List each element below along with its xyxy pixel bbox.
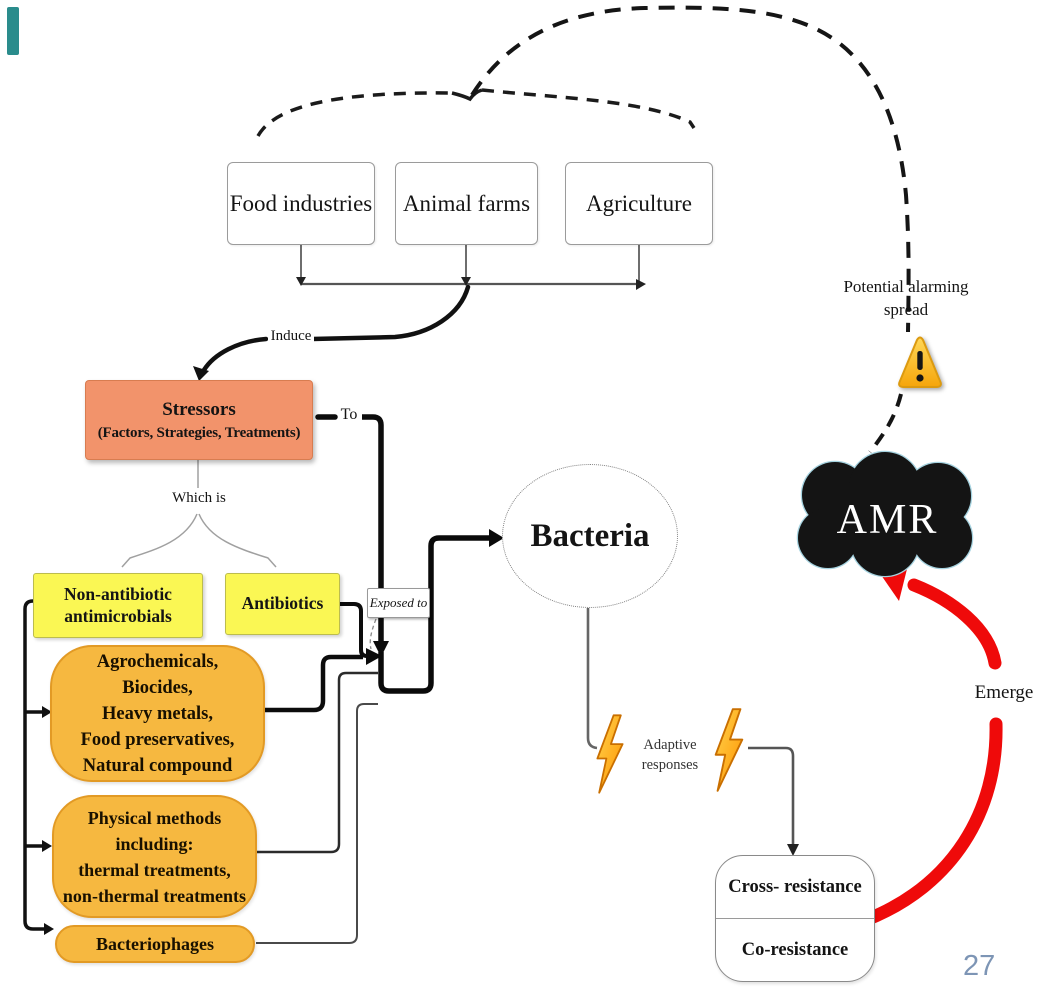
exposed-callout-tail [369, 618, 377, 650]
arrowhead [461, 277, 471, 286]
arrowhead [636, 279, 646, 290]
red-emerge-arrow [859, 565, 1003, 927]
physical-connector [256, 671, 378, 854]
exposure-path [378, 529, 504, 694]
arrowhead [296, 277, 306, 286]
source-box-food-industries: Food industries [227, 162, 375, 245]
source-label: Agriculture [585, 190, 692, 216]
bacteriophages-box: Bacteriophages [55, 925, 255, 963]
to-label: To [340, 406, 358, 423]
agrochemicals-box: Agrochemicals, Biocides, Heavy metals, F… [50, 645, 265, 782]
potential-spread-label: Potential alarming spread [843, 277, 969, 319]
junction-arrowhead [366, 648, 382, 665]
adaptive-responses-label: Adaptive responses [641, 737, 699, 774]
dashed-spread-curve [470, 5, 911, 454]
source-connectors [300, 245, 641, 286]
amr-label: AMR [836, 497, 939, 543]
bacteria-ellipse: Bacteria [502, 464, 678, 608]
cloud-shape [796, 450, 974, 578]
lightning-icon [714, 708, 744, 792]
adaptive-connector [748, 746, 799, 856]
dashed-brace [256, 88, 696, 137]
which-is-bracket [121, 460, 277, 568]
stressors-box: Stressors (Factors, Strategies, Treatmen… [85, 380, 313, 460]
arrowhead [44, 923, 54, 935]
left-rail [23, 599, 44, 931]
emerge-label: Emerge [974, 682, 1034, 703]
arrowhead [42, 706, 52, 718]
teal-corner-mark [7, 7, 19, 55]
induce-arrow [193, 284, 471, 381]
source-label: Food industries [229, 190, 373, 216]
antibiotics-box: Antibiotics [225, 573, 340, 635]
agrochemicals-connector [265, 654, 363, 713]
page-number: 27 [963, 950, 996, 982]
bacteria-stem [586, 608, 598, 750]
to-arrow [315, 414, 389, 657]
physical-methods-box: Physical methods including: thermal trea… [52, 795, 257, 918]
antibiotics-connector [340, 602, 368, 658]
warning-icon [898, 336, 942, 388]
co-resistance-cell: Co-resistance [741, 939, 849, 960]
lightning-icon [596, 714, 624, 794]
source-box-agriculture: Agriculture [565, 162, 713, 245]
non-antibiotic-box: Non-antibiotic antimicrobials [33, 573, 203, 638]
arrowhead [42, 840, 52, 852]
exposed-to-bubble: Exposed to [367, 588, 430, 618]
source-label: Animal farms [402, 190, 531, 216]
bacteriophages-connector [256, 703, 378, 944]
source-box-animal-farms: Animal farms [395, 162, 538, 245]
which-is-label: Which is [168, 490, 230, 507]
cross-resistance-cell: Cross- resistance [716, 856, 874, 919]
resistance-box: Cross- resistance Co-resistance [715, 855, 875, 982]
induce-label: Induce [268, 328, 314, 345]
